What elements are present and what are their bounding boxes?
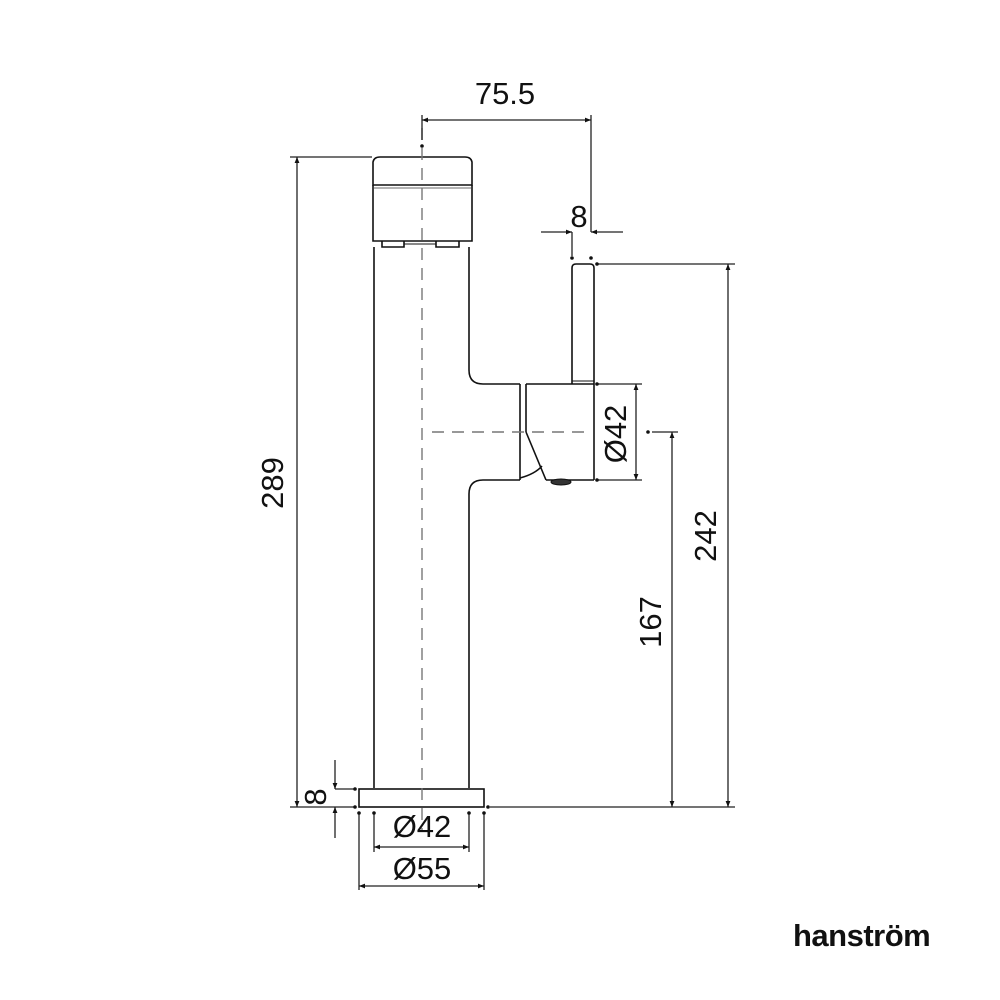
dim-base-thickness: 8 bbox=[298, 788, 333, 805]
cap-seam bbox=[372, 185, 473, 242]
dim-base-diameter: Ø55 bbox=[393, 851, 452, 886]
dim-total-height: 289 bbox=[255, 457, 290, 509]
dim-spout-outlet-height: 167 bbox=[633, 596, 668, 648]
dim-lever-thickness: 8 bbox=[570, 199, 587, 234]
top-cap bbox=[372, 156, 473, 186]
dim-spout-reach: 75.5 bbox=[475, 76, 535, 111]
tap-body bbox=[358, 156, 595, 808]
dim-spout-diameter: Ø42 bbox=[598, 405, 633, 464]
dimension-lines bbox=[290, 115, 735, 890]
dim-lever-height: 242 bbox=[688, 510, 723, 562]
dim-body-diameter: Ø42 bbox=[393, 809, 452, 844]
extension-dots bbox=[353, 144, 650, 815]
brand-logo: hanström bbox=[793, 918, 931, 953]
centerlines bbox=[421, 128, 592, 830]
